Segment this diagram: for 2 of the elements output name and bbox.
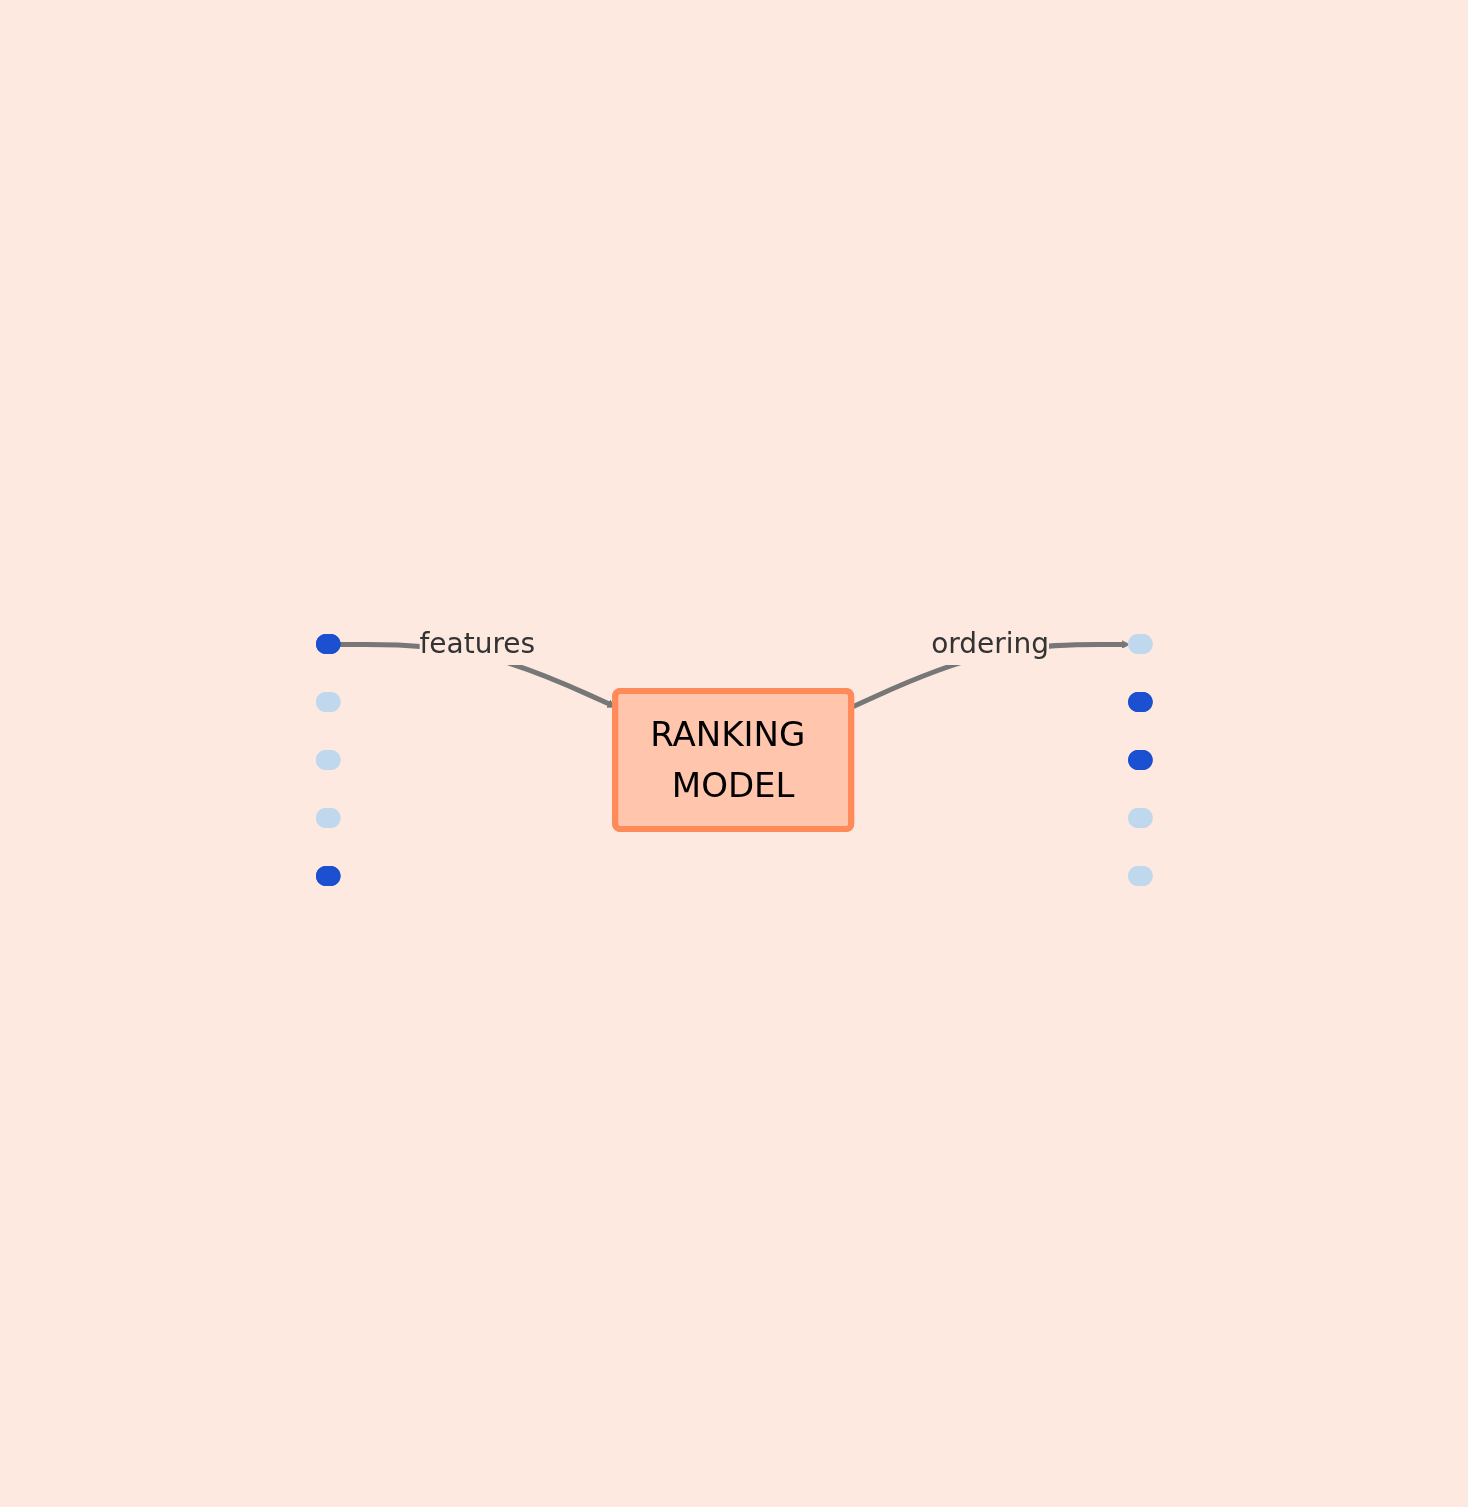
edge-label: ordering — [930, 626, 1049, 660]
edge-label: features — [419, 626, 535, 660]
